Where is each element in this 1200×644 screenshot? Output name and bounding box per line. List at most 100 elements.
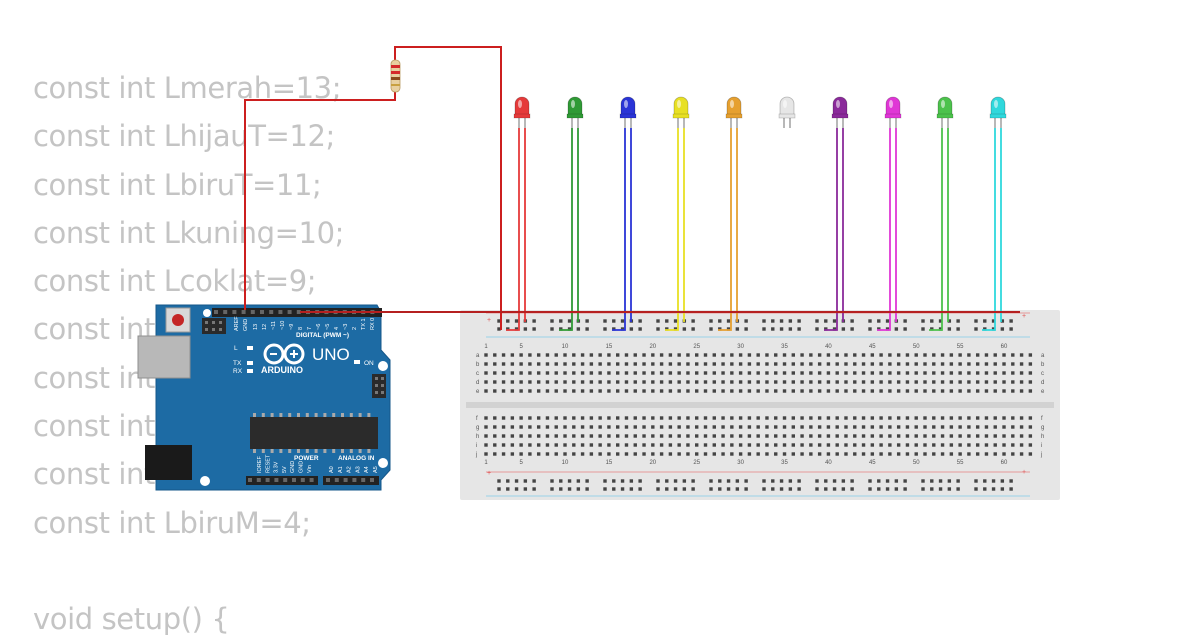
led-body[interactable] [832,96,848,117]
breadboard-hole[interactable] [975,371,980,375]
red-wire-to-resistor[interactable] [244,90,396,310]
breadboard-hole[interactable] [844,443,848,447]
breadboard-hole[interactable] [1011,452,1015,456]
breadboard-hole[interactable] [791,353,795,357]
breadboard-hole[interactable] [914,425,918,429]
led-body[interactable] [990,96,1006,117]
led-wire[interactable] [665,128,679,331]
breadboard-hole[interactable] [607,380,611,384]
breadboard-hole[interactable] [896,425,901,429]
breadboard-hole[interactable] [905,362,910,366]
breadboard-hole[interactable] [782,362,787,366]
rail-hole[interactable] [656,487,660,491]
rail-hole[interactable] [620,327,625,331]
rail-hole[interactable] [832,327,837,331]
breadboard-hole[interactable] [870,452,875,456]
breadboard-hole[interactable] [519,380,523,384]
breadboard-hole[interactable] [563,434,567,438]
breadboard-hole[interactable] [668,362,673,366]
breadboard-hole[interactable] [668,443,673,447]
breadboard-hole[interactable] [800,353,804,357]
breadboard-hole[interactable] [545,389,550,393]
rail-hole[interactable] [788,319,793,323]
breadboard-hole[interactable] [572,380,576,384]
breadboard-hole[interactable] [616,425,620,429]
breadboard-hole[interactable] [528,371,532,375]
breadboard-hole[interactable] [624,425,629,429]
breadboard-hole[interactable] [501,434,506,438]
rail-hole[interactable] [938,319,943,323]
breadboard-hole[interactable] [616,443,620,447]
breadboard-hole[interactable] [686,425,690,429]
breadboard-hole[interactable] [624,362,629,366]
breadboard-hole[interactable] [519,353,523,357]
breadboard-hole[interactable] [835,371,839,375]
led[interactable] [989,96,1007,128]
breadboard-hole[interactable] [870,371,875,375]
rail-hole[interactable] [797,479,801,483]
breadboard-hole[interactable] [932,416,936,420]
breadboard-hole[interactable] [528,389,532,393]
breadboard-hole[interactable] [563,452,567,456]
breadboard-hole[interactable] [572,362,576,366]
arduino-uno-board[interactable]: UNO ARDUINO DIGITAL (PWM ~) POWER ANALOG… [137,304,391,491]
breadboard-hole[interactable] [879,425,883,429]
breadboard-hole[interactable] [914,389,918,393]
breadboard-hole[interactable] [835,353,839,357]
rail-hole[interactable] [868,487,872,491]
breadboard-hole[interactable] [598,389,602,393]
rail-hole[interactable] [797,487,801,491]
breadboard-hole[interactable] [624,389,629,393]
rail-hole[interactable] [832,479,837,483]
breadboard-hole[interactable] [835,416,839,420]
breadboard-hole[interactable] [738,416,743,420]
rail-hole[interactable] [514,479,519,483]
rail-hole[interactable] [815,479,819,483]
rail-hole[interactable] [709,327,713,331]
breadboard-hole[interactable] [510,380,515,384]
rail-hole[interactable] [691,487,695,491]
breadboard-hole[interactable] [817,452,822,456]
breadboard-hole[interactable] [1028,416,1033,420]
breadboard-hole[interactable] [967,389,971,393]
rail-hole[interactable] [585,327,589,331]
breadboard-hole[interactable] [528,434,532,438]
breadboard-hole[interactable] [589,380,594,384]
rail-hole[interactable] [497,327,501,331]
rail-hole[interactable] [868,327,872,331]
breadboard-hole[interactable] [756,371,760,375]
rail-hole[interactable] [532,479,536,483]
breadboard-hole[interactable] [572,425,576,429]
breadboard-hole[interactable] [747,434,752,438]
led[interactable] [566,96,584,128]
breadboard-hole[interactable] [651,452,655,456]
breadboard-hole[interactable] [651,443,655,447]
breadboard-hole[interactable] [651,380,655,384]
rail-hole[interactable] [532,319,536,323]
breadboard-hole[interactable] [826,353,831,357]
breadboard-hole[interactable] [817,389,822,393]
breadboard-hole[interactable] [861,353,866,357]
breadboard-hole[interactable] [721,362,725,366]
breadboard-hole[interactable] [844,425,848,429]
breadboard-hole[interactable] [905,353,910,357]
led-wire[interactable] [506,128,520,331]
breadboard-hole[interactable] [888,353,892,357]
breadboard-hole[interactable] [888,425,892,429]
breadboard-hole[interactable] [923,362,927,366]
breadboard-hole[interactable] [1002,353,1006,357]
led[interactable] [513,96,531,128]
breadboard-hole[interactable] [967,362,971,366]
breadboard-hole[interactable] [668,425,673,429]
breadboard-hole[interactable] [1011,362,1015,366]
led[interactable] [936,96,954,128]
breadboard-hole[interactable] [484,380,488,384]
rail-hole[interactable] [673,479,678,483]
breadboard-hole[interactable] [844,416,848,420]
breadboard-hole[interactable] [1002,362,1006,366]
analog-header[interactable] [323,476,379,485]
breadboard-hole[interactable] [651,371,655,375]
breadboard-hole[interactable] [598,371,602,375]
rail-hole[interactable] [497,319,501,323]
breadboard-hole[interactable] [905,389,910,393]
